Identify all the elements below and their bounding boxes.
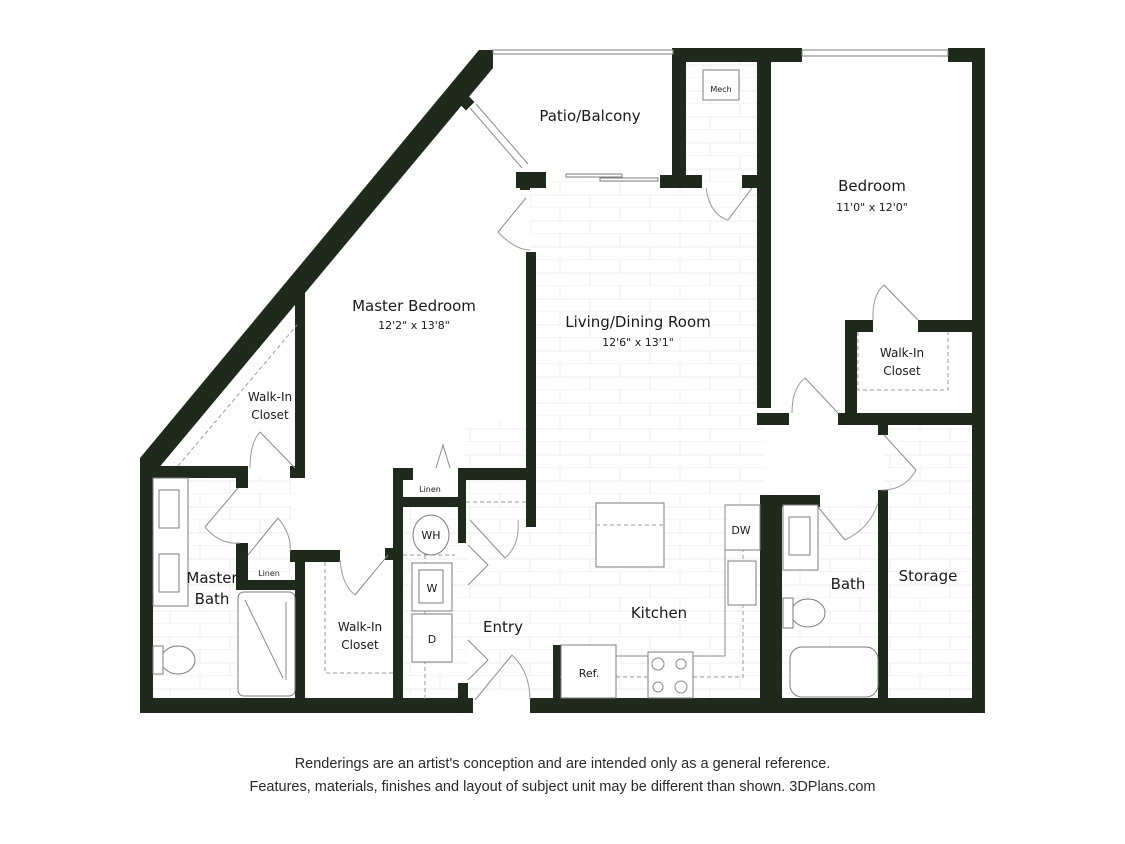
disclaimer-line-1: Renderings are an artist's conception an… <box>294 756 831 772</box>
dishwasher-label: DW <box>731 524 750 537</box>
bedroom-dimensions: 11'0" x 12'0" <box>836 201 908 214</box>
master-bedroom-label: Master Bedroom <box>352 297 476 315</box>
appliance-labels: WH W D DW Ref. <box>421 524 750 680</box>
entry-label: Entry <box>483 618 523 636</box>
dryer-label: D <box>428 633 436 646</box>
master-closet-upper-label-2: Closet <box>251 408 289 422</box>
fixtures <box>152 69 879 699</box>
storage-floor <box>885 425 973 697</box>
living-dining-dimensions: 12'6" x 13'1" <box>602 336 674 349</box>
linen-master-label: Linen <box>258 569 280 578</box>
master-closet-lower-label-2: Closet <box>341 638 379 652</box>
washer-label: W <box>427 582 438 595</box>
doors[interactable] <box>204 187 919 701</box>
patio-sliding-door[interactable] <box>565 173 659 182</box>
refrigerator-label: Ref. <box>579 667 600 680</box>
bedroom-closet-label-2: Closet <box>883 364 921 378</box>
bath-label: Bath <box>831 575 866 593</box>
dishwasher <box>724 504 761 551</box>
master-sink-1 <box>158 489 180 529</box>
master-closet-upper-label-1: Walk-In <box>248 390 292 404</box>
patio-window <box>492 49 674 55</box>
disclaimer-line-2: Features, materials, finishes and layout… <box>249 779 876 795</box>
living-dining-label: Living/Dining Room <box>565 313 711 331</box>
refrigerator <box>560 644 617 699</box>
bedroom-closet-label-1: Walk-In <box>880 346 924 360</box>
master-toilet <box>160 645 196 675</box>
bedroom-window <box>801 49 949 57</box>
bedroom-label: Bedroom <box>838 177 906 195</box>
kitchen-island <box>595 502 665 568</box>
water-heater-label: WH <box>421 529 440 542</box>
room-labels: Patio/Balcony Mech Bedroom 11'0" x 12'0"… <box>186 85 957 652</box>
kitchen-sink <box>727 560 757 606</box>
master-bath-label-1: Master <box>186 569 238 587</box>
master-bath-label-2: Bath <box>195 590 230 608</box>
mech-label: Mech <box>710 85 731 94</box>
bedroom-floor <box>772 62 972 414</box>
windows <box>469 49 949 169</box>
bath-toilet <box>790 598 826 628</box>
kitchen-label: Kitchen <box>631 604 687 622</box>
master-sink-2 <box>158 553 180 593</box>
bathtub <box>789 646 879 698</box>
master-bedroom-floor <box>305 108 530 468</box>
linen-hall-label: Linen <box>419 485 441 494</box>
master-closet-lower-label-1: Walk-In <box>338 620 382 634</box>
storage-label: Storage <box>899 567 958 585</box>
patio-label: Patio/Balcony <box>539 107 640 125</box>
walls <box>140 48 985 713</box>
water-heater <box>412 514 450 556</box>
dryer <box>411 613 453 663</box>
master-bedroom-dimensions: 12'2" x 13'8" <box>378 319 450 332</box>
mech-unit <box>702 69 740 101</box>
